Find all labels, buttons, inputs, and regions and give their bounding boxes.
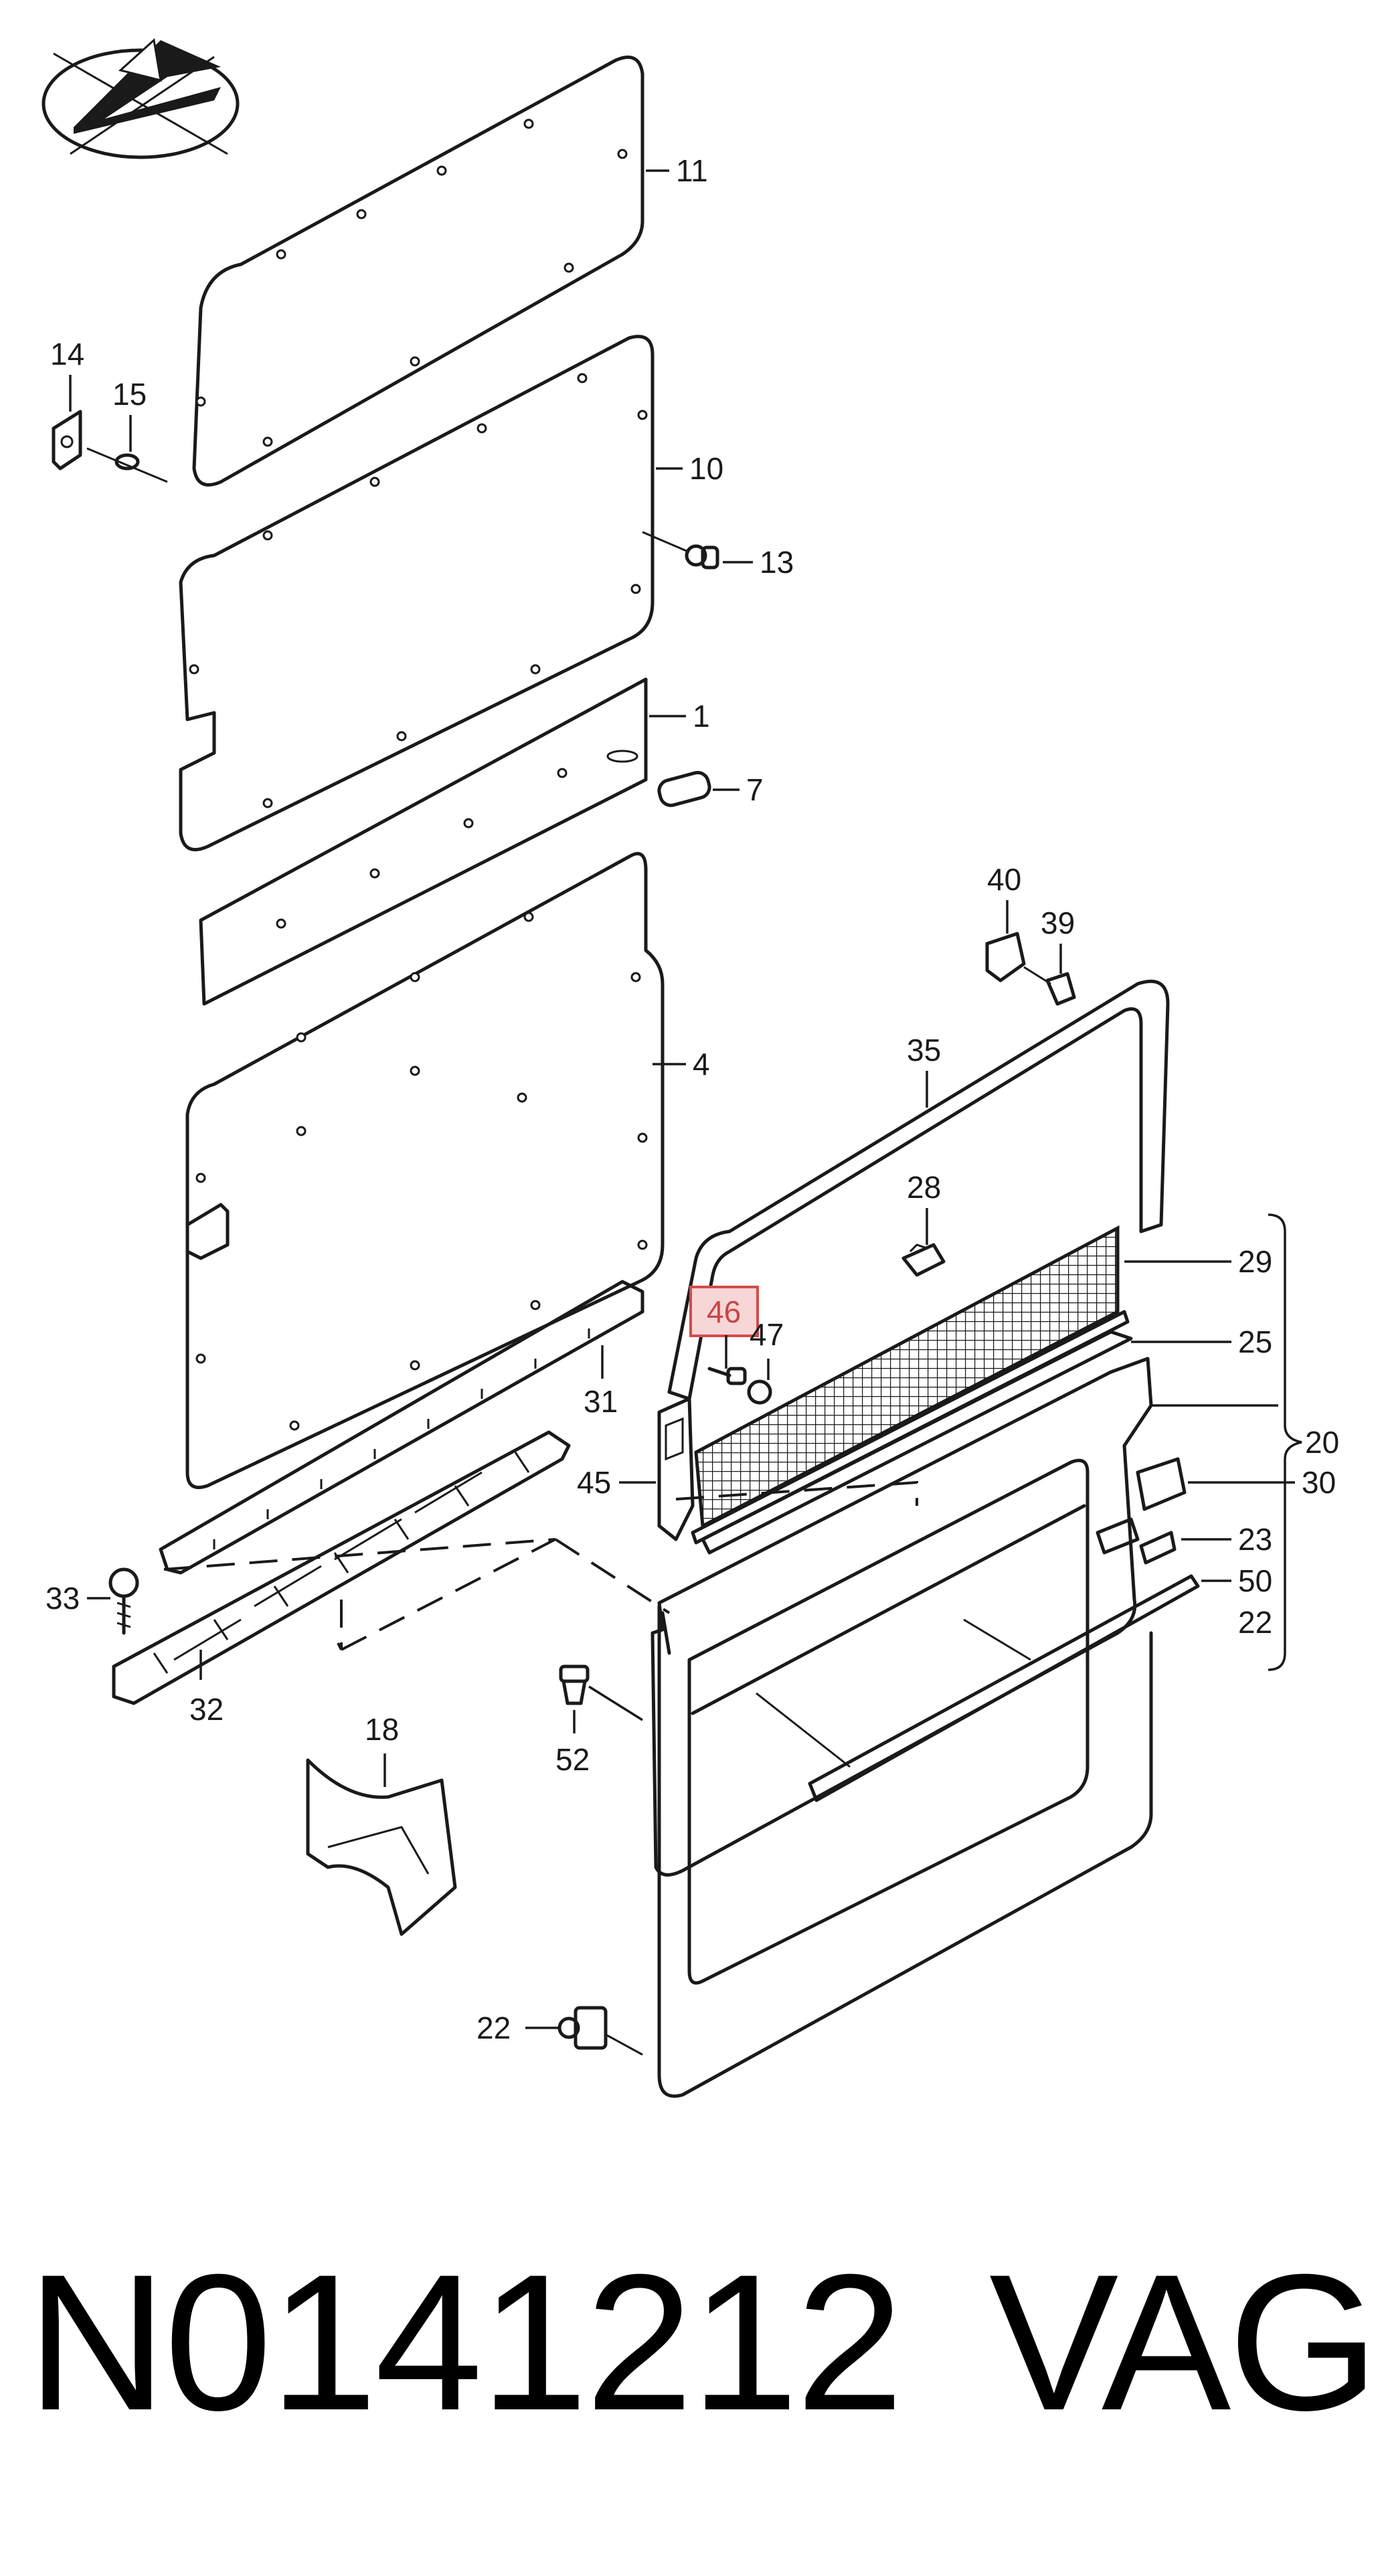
callout-29: 29 [1238,1244,1272,1279]
callout-32: 32 [189,1692,224,1727]
brand-name: VAG [989,2234,1379,2451]
callout-35: 35 [907,1033,941,1067]
part-11-insulation-panel [192,56,644,487]
part-18-cover [306,1758,457,1936]
part-7-cap [657,770,711,807]
part-4-trim-panel [185,852,665,1489]
callout-4: 4 [693,1047,710,1082]
assembly-line-d [675,1480,918,1506]
callout-52: 52 [555,1742,590,1777]
callout-45: 45 [577,1465,611,1500]
part-52-clip [559,1664,590,1705]
callout-30: 30 [1302,1465,1336,1500]
callout-40: 40 [987,862,1021,897]
part-20-door-trim-assembly [651,1357,1200,2098]
part-15-screw [86,447,168,483]
callout-1: 1 [693,699,710,734]
part-40-bracket [985,932,1026,982]
part-45-side-piece [657,1397,695,1541]
part-46-screw [707,1367,747,1385]
part-30-cover [1136,1457,1187,1511]
part-13-clip [642,531,719,570]
part-47-cap [747,1379,772,1405]
callout-14: 14 [50,337,84,371]
callout-22-right: 22 [1238,1605,1272,1640]
assembly-line-a [163,1538,671,1614]
callout-46: 46 [707,1294,741,1329]
callout-39: 39 [1041,906,1075,940]
callout-23: 23 [1238,1522,1272,1557]
callout-31: 31 [584,1384,618,1419]
part-39-clip [1023,966,1076,1006]
part-23-clip [1139,1531,1177,1565]
callout-47: 47 [750,1317,784,1352]
part-10-panel [179,335,655,851]
callout-11: 11 [676,153,708,188]
callout-20: 20 [1305,1425,1339,1460]
part-33-screw [108,1567,139,1635]
part-28-clip [901,1243,946,1277]
compass-plane-icon [41,38,240,159]
footer: N0141212 VAG [0,2242,1386,2443]
callout-46-highlight [689,1286,759,1337]
assembly-line-b [337,1538,556,1651]
callout-13: 13 [760,545,794,580]
callout-15: 15 [112,377,147,412]
callout-28: 28 [907,1170,941,1205]
callout-33: 33 [46,1581,80,1616]
part-32-clip-strip [112,1430,571,1705]
part-14-bracket [52,410,82,470]
callout-10: 10 [689,451,723,486]
callout-50: 50 [1238,1563,1272,1598]
callout-22-bottom: 22 [477,2010,511,2045]
callout-18: 18 [365,1712,399,1747]
part-29-net [691,1225,1130,1545]
group-brace [1268,1213,1302,1671]
part-25-strip [701,1330,1133,1555]
part-35-seal-frame [667,979,1170,1401]
part-1-strip [199,677,648,1006]
callout-7: 7 [746,772,764,807]
part-22-latch [557,2006,643,2056]
callout-25: 25 [1238,1324,1272,1359]
part-number: N0141212 [27,2234,903,2451]
